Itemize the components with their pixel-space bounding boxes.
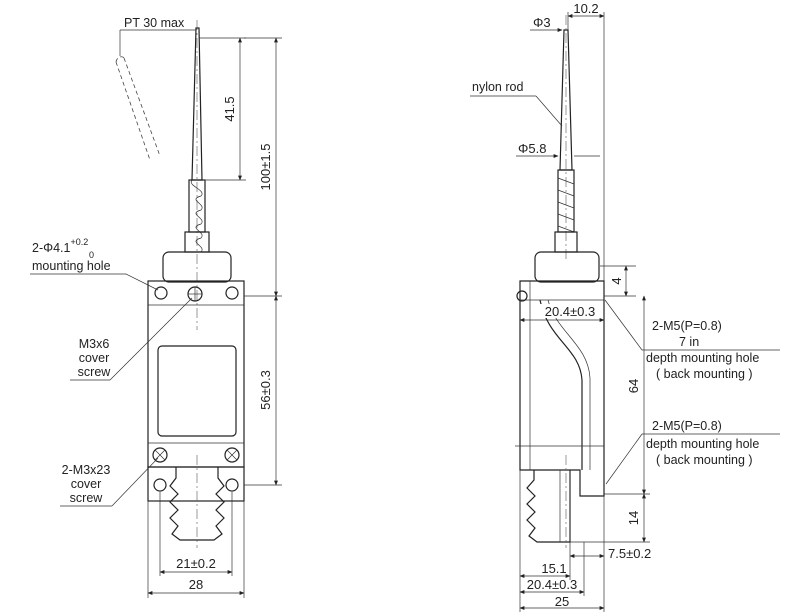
m3x6-label-2: cover bbox=[79, 351, 110, 365]
mount-hole-label: 2-Φ4.1+0.2 bbox=[32, 237, 88, 255]
m5-lower-1: 2-M5(P=0.8) bbox=[652, 419, 722, 433]
side-view: 10.2 Φ3 nylon rod Φ5.8 4 20.4±0.3 64 bbox=[470, 1, 780, 612]
front-cap bbox=[162, 251, 232, 283]
front-view: PT 30 max bbox=[30, 16, 282, 598]
dim-tip-dia: Φ3 bbox=[533, 15, 551, 30]
m3x23-label-2: cover bbox=[71, 477, 102, 491]
dim-total-height: 100±1.5 bbox=[258, 144, 273, 191]
front-rod bbox=[184, 20, 210, 330]
side-bellows bbox=[526, 470, 571, 543]
front-callouts: 2-Φ4.1+0.2 0 mounting hole M3x6 cover sc… bbox=[30, 237, 193, 507]
nylon-rod-label: nylon rod bbox=[472, 80, 523, 94]
side-cap bbox=[534, 251, 600, 283]
m3x23-screws bbox=[152, 447, 240, 463]
front-window bbox=[157, 345, 237, 437]
angle-label: PT 30 max bbox=[124, 16, 185, 30]
dim-15-1: 15.1 bbox=[541, 561, 566, 576]
dim-14: 14 bbox=[626, 511, 641, 525]
dim-total-depth: 25 bbox=[555, 594, 569, 609]
m5-upper-3: depth mounting hole bbox=[646, 351, 759, 365]
m3x6-label-1: M3x6 bbox=[79, 337, 110, 351]
m5-upper-1: 2-M5(P=0.8) bbox=[652, 319, 722, 333]
m5-lower-2: depth mounting hole bbox=[646, 437, 759, 451]
dim-upper-depth: 20.4±0.3 bbox=[545, 304, 596, 319]
m3x23-label-3: screw bbox=[70, 491, 104, 505]
m5-upper-2: 7 in bbox=[679, 335, 699, 349]
dim-lower-depth: 20.4±0.3 bbox=[527, 577, 578, 592]
front-dimensions: 41.5 100±1.5 56±0.3 21±0.2 28 bbox=[147, 37, 282, 598]
m5-upper-4: ( back mounting ) bbox=[656, 367, 753, 381]
dim-body-width: 28 bbox=[189, 577, 203, 592]
m3x6-screw bbox=[187, 286, 203, 302]
mount-hole-label-2: mounting hole bbox=[32, 259, 111, 273]
side-dimensions: 10.2 Φ3 nylon rod Φ5.8 4 20.4±0.3 64 bbox=[470, 1, 651, 612]
front-bottom-block bbox=[147, 466, 245, 502]
side-rod bbox=[554, 15, 578, 260]
dim-hole-spacing: 56±0.3 bbox=[258, 370, 273, 410]
tilted-rod: PT 30 max bbox=[115, 16, 196, 161]
mount-hole-tol-lower: 0 bbox=[89, 250, 94, 260]
mounting-holes bbox=[153, 286, 239, 492]
m5-lower-3: ( back mounting ) bbox=[656, 453, 753, 467]
dim-rod-tip: 41.5 bbox=[222, 96, 237, 121]
dim-rod-dia: Φ5.8 bbox=[518, 141, 546, 156]
dim-7-5: 7.5±0.2 bbox=[608, 546, 651, 561]
dim-top-offset: 4 bbox=[609, 277, 624, 284]
dim-hole-width: 21±0.2 bbox=[176, 556, 216, 571]
m3x23-label-1: 2-M3x23 bbox=[62, 463, 111, 477]
front-body bbox=[147, 280, 245, 468]
dim-top-width: 10.2 bbox=[573, 1, 598, 16]
dim-height-64: 64 bbox=[626, 379, 641, 393]
m3x6-label-3: screw bbox=[78, 365, 112, 379]
side-callouts: 2-M5(P=0.8) 7 in depth mounting hole ( b… bbox=[604, 299, 780, 485]
